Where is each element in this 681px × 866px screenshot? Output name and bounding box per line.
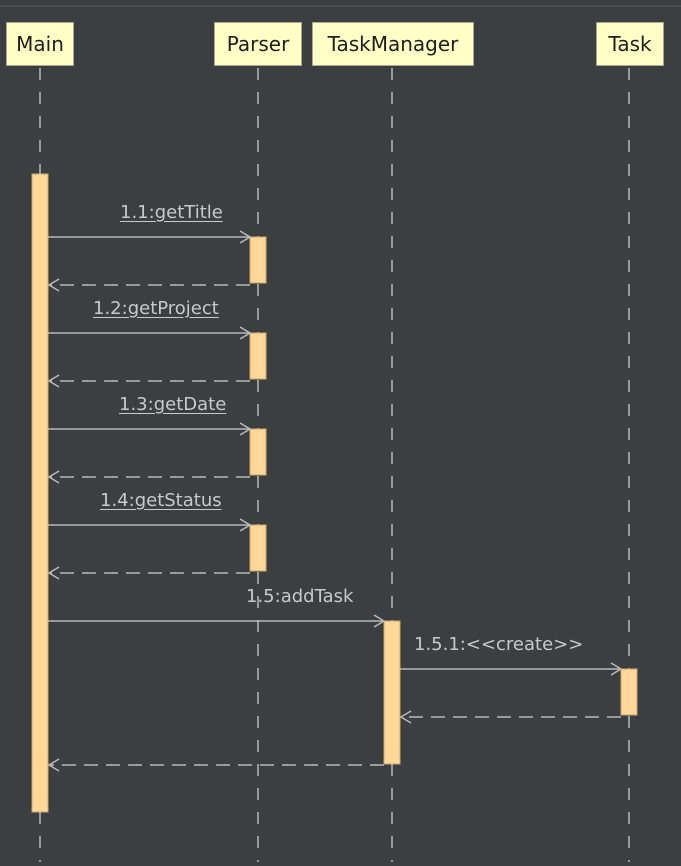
return-get-status	[47, 566, 250, 580]
message-get-title	[48, 230, 252, 244]
message-add-task	[48, 614, 386, 628]
activation-task	[620, 668, 638, 716]
activation-parser-2	[249, 332, 267, 380]
lifeline-header-taskmanager: TaskManager	[312, 22, 474, 66]
message-label-get-project: 1.2:getProject	[93, 298, 219, 319]
return-get-title	[47, 278, 250, 292]
return-create	[399, 710, 621, 724]
lifeline-header-task: Task	[596, 22, 664, 66]
return-add-task	[47, 758, 384, 772]
message-label-add-task: 1.5:addTask	[246, 586, 354, 607]
message-get-date	[48, 422, 252, 436]
message-get-status	[48, 518, 252, 532]
message-get-project	[48, 326, 252, 340]
activation-main	[31, 173, 49, 813]
activation-parser-4	[249, 524, 267, 572]
lifeline-header-parser: Parser	[214, 22, 302, 66]
message-label-get-title: 1.1:getTitle	[120, 202, 223, 223]
return-get-project	[47, 374, 250, 388]
return-get-date	[47, 470, 250, 484]
message-label-create: 1.5.1:<<create>>	[414, 634, 584, 655]
message-create	[400, 662, 623, 676]
activation-parser-3	[249, 428, 267, 476]
activation-parser-1	[249, 236, 267, 284]
message-label-get-status: 1.4:getStatus	[100, 490, 222, 511]
message-label-get-date: 1.3:getDate	[119, 394, 227, 415]
activation-taskmanager	[383, 620, 401, 765]
lifeline-header-main: Main	[6, 22, 74, 66]
